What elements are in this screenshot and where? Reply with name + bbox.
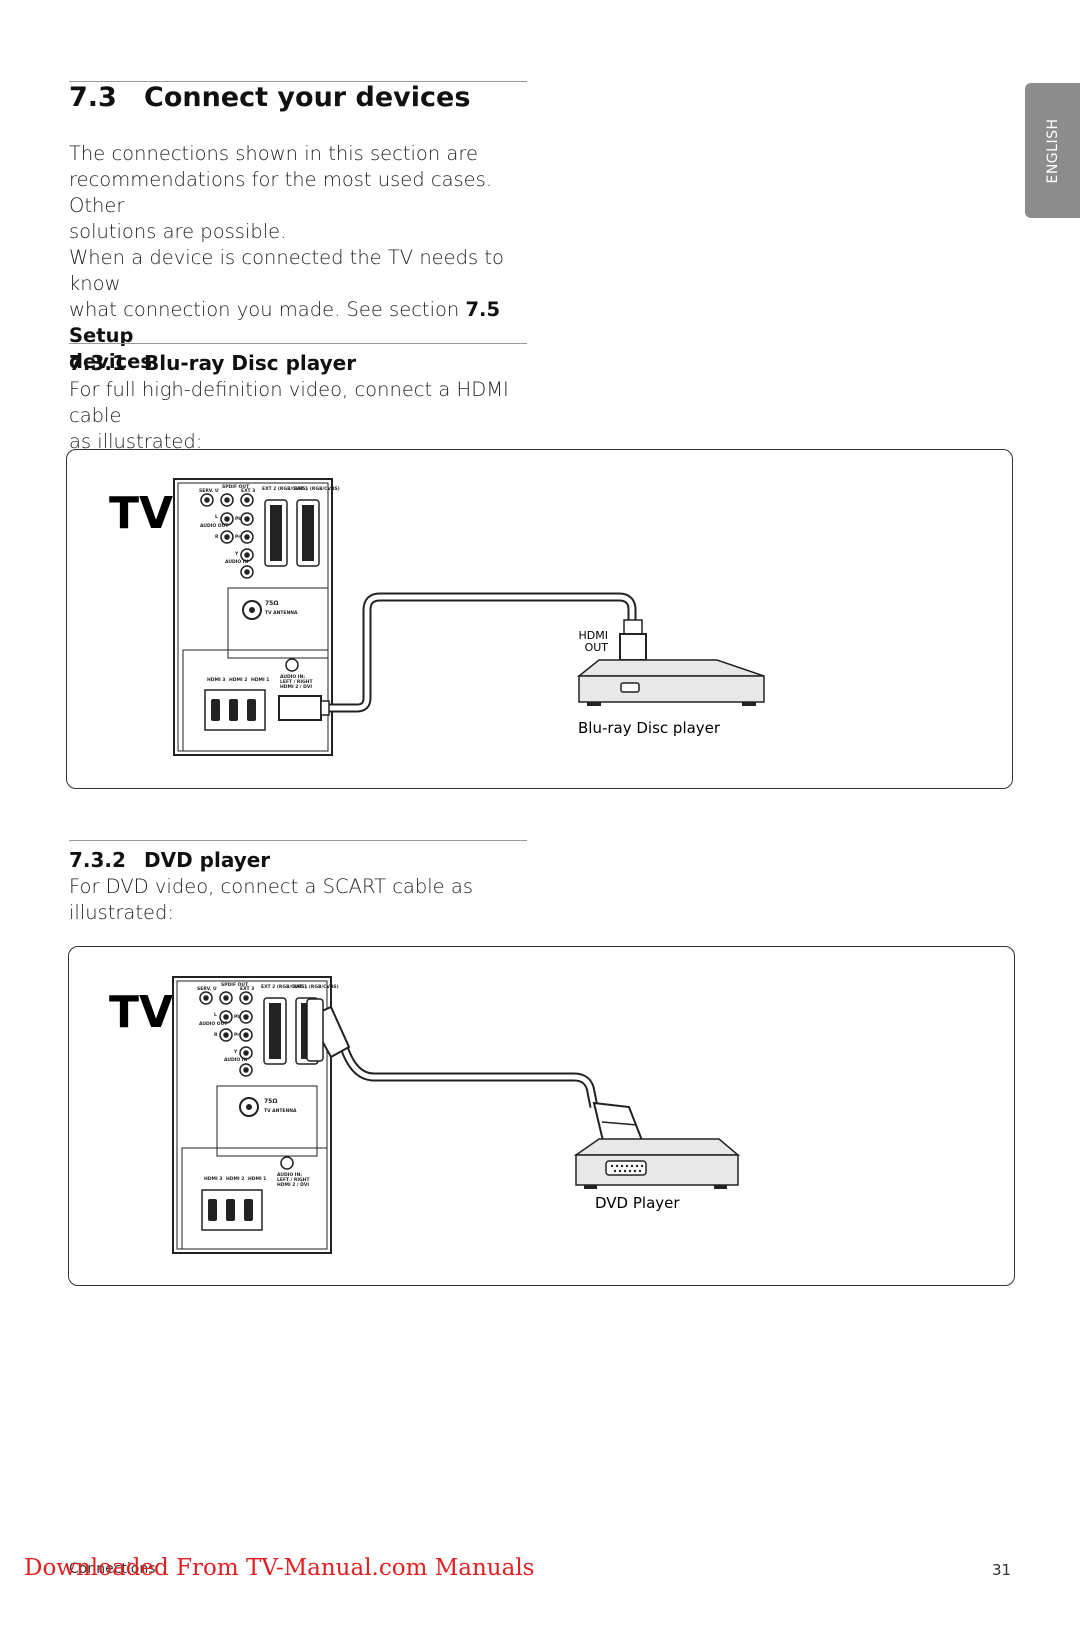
panel-label: EXT 1 (RGB/CVBS) bbox=[294, 486, 340, 492]
panel-label: Pr bbox=[234, 1032, 240, 1038]
section-number: 7.3 bbox=[69, 82, 117, 113]
bluray-device-label: Blu-ray Disc player bbox=[578, 719, 721, 737]
hdmi-out-label-line1: HDMI bbox=[579, 629, 608, 642]
panel-label: SERV. U bbox=[199, 488, 219, 494]
panel-label: HDMI 2 bbox=[226, 1176, 244, 1182]
panel-label: AUDIO IN: bbox=[280, 674, 305, 680]
panel-label: Pr bbox=[235, 534, 241, 540]
panel-label: HDMI 2 bbox=[229, 677, 247, 683]
panel-label: HDMI 3 bbox=[204, 1176, 222, 1182]
dvd-player-device bbox=[573, 1138, 741, 1189]
intro-paragraph: The connections shown in this section ar… bbox=[69, 141, 531, 375]
panel-label: EXT 2 (RGB/CVBS) bbox=[262, 486, 308, 492]
subsection-title: Blu-ray Disc player bbox=[144, 351, 357, 375]
panel-label: EXT 2 (RGB/CVBS) bbox=[261, 984, 307, 990]
bluray-line: as illustrated: bbox=[69, 430, 203, 453]
intro-line: The connections shown in this section ar… bbox=[69, 142, 478, 165]
intro-line: solutions are possible. bbox=[69, 220, 287, 243]
panel-label: Y bbox=[233, 1049, 238, 1055]
intro-line: devices. bbox=[69, 349, 531, 375]
subsection-rule bbox=[69, 840, 527, 841]
panel-label: AUDIO IN: bbox=[277, 1172, 302, 1178]
panel-label: L bbox=[214, 1012, 217, 1018]
dvd-line: For DVD video, connect a SCART cable as bbox=[69, 875, 473, 898]
panel-label: EXT 1 (RGB/CVBS) bbox=[293, 984, 339, 990]
bluray-diagram: TV bbox=[109, 478, 765, 756]
subsection-number: 7.3.2 bbox=[69, 848, 126, 872]
panel-label: HDMI 1 bbox=[248, 1176, 266, 1182]
section-heading: 7.3 Connect your devices bbox=[69, 82, 470, 113]
panel-label: SERV. U bbox=[197, 986, 217, 992]
language-tab-label: ENGLISH bbox=[1044, 117, 1061, 184]
tv-back-panel: SERV. U SPDIF OUT EXT 3 EXT 2 (RGB/CVBS)… bbox=[172, 976, 339, 1254]
panel-label: HDMI 2 / DVI bbox=[280, 684, 312, 690]
subsection-number: 7.3.1 bbox=[69, 351, 126, 375]
panel-label: 75Ω bbox=[264, 1098, 277, 1105]
panel-label: HDMI 2 / DVI bbox=[277, 1182, 309, 1188]
setup-devices-reference-cont: devices. bbox=[69, 350, 160, 373]
page-number: 31 bbox=[992, 1561, 1012, 1579]
tv-label: TV bbox=[109, 987, 173, 1038]
panel-label: EXT 3 bbox=[240, 986, 254, 992]
panel-label: 75Ω bbox=[265, 600, 278, 607]
watermark-link[interactable]: Downloaded From TV-Manual.com Manuals bbox=[24, 1555, 535, 1581]
tv-label: TV bbox=[109, 488, 173, 539]
panel-label: LEFT / RIGHT bbox=[280, 679, 313, 685]
panel-label: SPDIF OUT bbox=[222, 484, 250, 490]
bluray-player-device bbox=[576, 659, 765, 706]
panel-label: TV ANTENNA bbox=[265, 610, 298, 616]
section-title: Connect your devices bbox=[144, 82, 471, 113]
dvd-diagram: TV bbox=[109, 976, 741, 1254]
intro-text: what connection you made. See section bbox=[69, 298, 466, 321]
hdmi-cable bbox=[278, 592, 647, 721]
panel-label: EXT 3 bbox=[241, 488, 255, 494]
panel-label: L bbox=[215, 514, 218, 520]
panel-label: Pb bbox=[234, 1014, 241, 1020]
panel-label: TV ANTENNA bbox=[264, 1108, 297, 1114]
language-tab: ENGLISH bbox=[1025, 83, 1080, 218]
intro-line: When a device is connected the TV needs … bbox=[69, 246, 504, 295]
panel-label: AUDIO OUT bbox=[200, 523, 229, 529]
subsection-heading-dvd: 7.3.2 DVD player bbox=[69, 848, 270, 872]
bluray-paragraph: For full high-definition video, connect … bbox=[69, 377, 531, 455]
panel-label: LEFT / RIGHT bbox=[277, 1177, 310, 1183]
panel-label: R bbox=[214, 1032, 218, 1038]
bluray-line: For full high-definition video, connect … bbox=[69, 378, 509, 427]
dvd-line: illustrated: bbox=[69, 901, 174, 924]
scart-cable bbox=[306, 998, 645, 1147]
panel-label: Pb bbox=[235, 516, 242, 522]
dvd-paragraph: For DVD video, connect a SCART cable as … bbox=[69, 874, 531, 926]
setup-devices-reference: 7.5 Setup bbox=[69, 298, 501, 347]
subsection-heading-bluray: 7.3.1 Blu-ray Disc player bbox=[69, 351, 356, 375]
panel-label: R bbox=[215, 534, 219, 540]
dvd-connection-figure: TV bbox=[68, 946, 1015, 1286]
section-rule bbox=[69, 81, 527, 82]
panel-label: HDMI 1 bbox=[251, 677, 269, 683]
panel-label: AUDIO OUT bbox=[199, 1021, 228, 1027]
panel-label: Y bbox=[234, 551, 239, 557]
footer-chapter: Connections bbox=[69, 1561, 156, 1577]
dvd-device-label: DVD Player bbox=[595, 1194, 680, 1212]
bluray-connection-figure: TV bbox=[66, 449, 1013, 789]
subsection-title: DVD player bbox=[144, 848, 271, 872]
hdmi-out-label-line2: OUT bbox=[585, 641, 609, 654]
panel-label: AUDIO IN bbox=[224, 1057, 247, 1063]
panel-label: HDMI 3 bbox=[207, 677, 225, 683]
panel-label: SPDIF OUT bbox=[221, 982, 249, 988]
panel-label: AUDIO IN bbox=[225, 559, 248, 565]
intro-line: recommendations for the most used cases.… bbox=[69, 168, 493, 217]
subsection-rule bbox=[69, 343, 527, 344]
intro-line: what connection you made. See section 7.… bbox=[69, 297, 531, 349]
